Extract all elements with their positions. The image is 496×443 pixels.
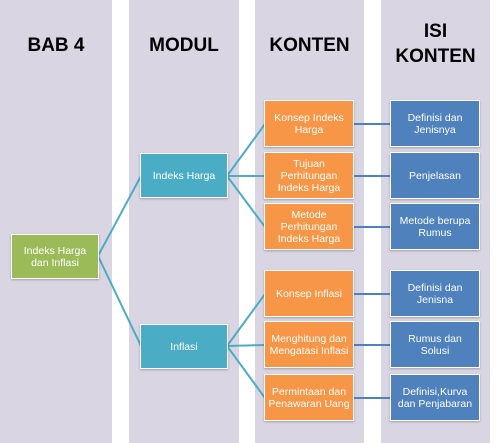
node-modul-inflasi: Inflasi — [140, 324, 228, 369]
link-bab-inflasi — [97, 255, 142, 347]
node-konten-tujuan-perhitungan: Tujuan Perhitungan Indeks Harga — [264, 152, 354, 199]
node-konten-menghitung-mengatasi: Menghitung dan Mengatasi Inflasi — [264, 321, 354, 368]
link-bab-indeks — [97, 175, 142, 257]
link-indeks-k1 — [226, 123, 266, 177]
node-label: Inflasi — [170, 340, 198, 353]
node-isi-definisi-kurva: Definisi,Kurva dan Penjabaran — [390, 374, 480, 421]
node-isi-definisi-jenisnya: Definisi dan Jenisnya — [390, 100, 480, 147]
header-modul: MODUL — [149, 35, 219, 56]
node-modul-indeks-harga: Indeks Harga — [140, 153, 228, 198]
node-label: Rumus dan Solusi — [408, 332, 462, 357]
node-isi-metode-rumus: Metode berupa Rumus — [390, 203, 480, 250]
node-isi-definisi-jenisna: Definisi dan Jenisna — [390, 270, 480, 317]
header-bab: BAB 4 — [27, 35, 85, 56]
node-label: Metode Perhitungan Indeks Harga — [277, 208, 341, 245]
column-bab: BAB 4 — [0, 0, 112, 443]
node-label: Metode berupa Rumus — [399, 214, 471, 239]
node-konten-metode-perhitungan: Metode Perhitungan Indeks Harga — [264, 203, 354, 250]
link-inflasi-k5 — [226, 344, 266, 347]
node-label: Konsep Indeks Harga — [274, 111, 344, 136]
node-label: Indeks Harga — [152, 169, 216, 182]
node-isi-rumus-solusi: Rumus dan Solusi — [390, 321, 480, 368]
node-label: Definisi,Kurva dan Penjabaran — [397, 385, 473, 410]
node-label: Tujuan Perhitungan Indeks Harga — [277, 157, 341, 194]
node-konten-permintaan-penawaran: Permintaan dan Penawaran Uang — [264, 374, 354, 421]
node-label: Definisi dan Jenisnya — [407, 111, 463, 136]
header-konten: KONTEN — [269, 35, 350, 56]
node-label: Permintaan dan Penawaran Uang — [268, 385, 350, 410]
header-isi-line1: ISI — [423, 21, 448, 42]
link-inflasi-k4 — [226, 293, 266, 347]
header-isi-line2: KONTEN — [395, 46, 476, 67]
node-konten-konsep-inflasi: Konsep Inflasi — [264, 270, 354, 317]
node-bab-indeks-harga-dan-inflasi: Indeks Harga dan Inflasi — [11, 234, 99, 279]
node-isi-penjelasan: Penjelasan — [390, 152, 480, 199]
node-konten-konsep-indeks-harga: Konsep Indeks Harga — [264, 100, 354, 147]
column-modul: MODUL — [129, 0, 239, 443]
node-label: Indeks Harga dan Inflasi — [23, 244, 87, 269]
node-label: Menghitung dan Mengatasi Inflasi — [269, 332, 349, 357]
link-indeks-k3 — [226, 175, 266, 228]
link-inflasi-k6 — [226, 345, 266, 399]
node-label: Penjelasan — [409, 169, 461, 182]
node-label: Konsep Inflasi — [276, 287, 342, 300]
node-label: Definisi dan Jenisna — [407, 281, 463, 306]
